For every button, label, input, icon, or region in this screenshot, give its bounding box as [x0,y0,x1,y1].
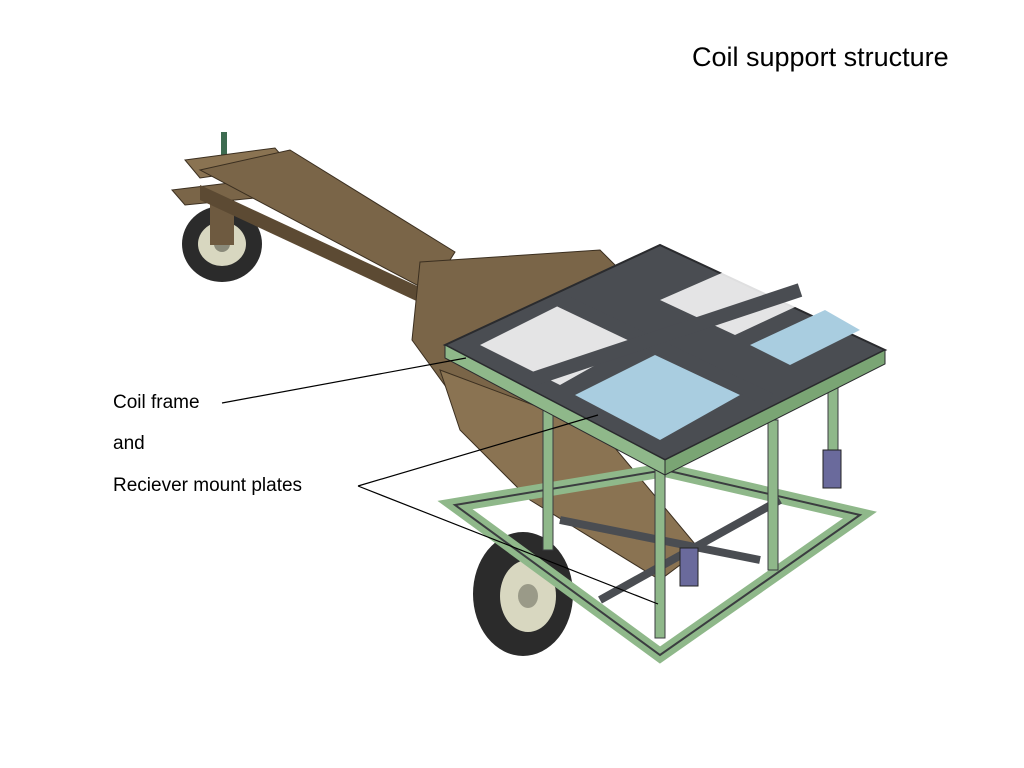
label-coil-frame: Coil frame [113,392,200,413]
vertical-posts [542,384,839,639]
label-and: and [113,433,145,454]
caster-wheel [182,185,262,282]
callout-lines [221,357,659,605]
tongue-arm [198,149,456,305]
top-coil-frame [442,243,888,476]
label-receiver-mount-plates: Reciever mount plates [113,475,303,496]
slide-title: Coil support structure [692,42,949,72]
receiver-connectors [679,449,842,587]
rear-wheel [473,532,573,656]
